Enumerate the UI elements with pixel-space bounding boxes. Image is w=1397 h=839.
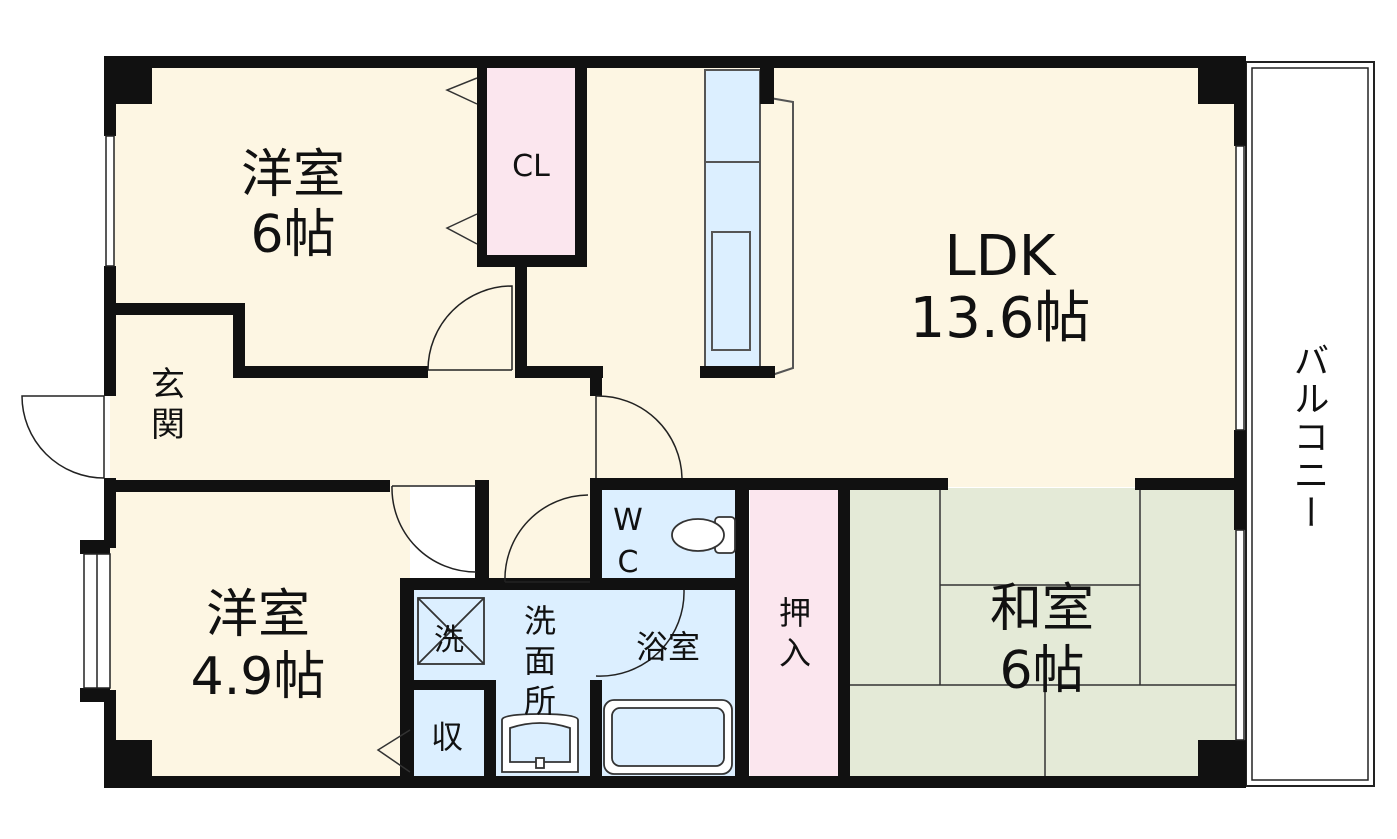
oshiire-floor bbox=[750, 490, 842, 780]
entrance-label-1: 玄 bbox=[151, 365, 185, 405]
door-washroom bbox=[504, 494, 589, 583]
japanese-room-name: 和室 bbox=[990, 579, 1094, 639]
bathtub-icon bbox=[603, 699, 733, 775]
entrance-door bbox=[21, 395, 105, 479]
washroom-label-3: 所 bbox=[524, 682, 556, 720]
window-ldk bbox=[1235, 145, 1245, 431]
entrance-label-2: 関 bbox=[151, 405, 185, 445]
door-western-top bbox=[427, 285, 513, 371]
western-room-bottom-floor bbox=[110, 485, 410, 785]
ldk-floor bbox=[580, 62, 1240, 487]
oshiire-label-2: 入 bbox=[779, 634, 811, 672]
toilet-label-2: C bbox=[618, 545, 639, 580]
storage-label: 収 bbox=[431, 718, 463, 756]
japanese-room-size: 6帖 bbox=[999, 641, 1084, 701]
toilet-label-1: W bbox=[613, 503, 643, 538]
closet-label: CL bbox=[512, 149, 550, 184]
closet-door-markers bbox=[376, 77, 478, 773]
washer-label: 洗 bbox=[434, 623, 464, 658]
windows bbox=[83, 135, 1245, 741]
tatami-lines bbox=[850, 490, 1238, 778]
kitchen-counter bbox=[704, 69, 761, 371]
door-bathroom bbox=[595, 589, 685, 677]
fixtures bbox=[417, 516, 736, 775]
door-ldk bbox=[595, 395, 683, 479]
western-room-top-name: 洋室 bbox=[241, 145, 345, 205]
balcony-label: バルコニー bbox=[1288, 342, 1329, 532]
door-western-bottom bbox=[391, 485, 477, 573]
japanese-room-floor bbox=[845, 488, 1240, 780]
ldk-name: LDK bbox=[944, 224, 1056, 289]
bathroom-label: 浴室 bbox=[636, 628, 700, 666]
western-room-top-size: 6帖 bbox=[250, 205, 335, 265]
kitchen-details bbox=[705, 97, 794, 376]
doors bbox=[21, 285, 685, 677]
balcony bbox=[1245, 61, 1375, 787]
oshiire-label-1: 押 bbox=[779, 594, 811, 632]
room-labels: 洋室 6帖 CL LDK 13.6帖 玄 関 洋室 4.9帖 洗 洗 面 所 収… bbox=[151, 145, 1329, 756]
ldk-size: 13.6帖 bbox=[910, 286, 1091, 351]
sink-icon bbox=[501, 713, 579, 773]
western-room-bottom-size: 4.9帖 bbox=[191, 647, 326, 707]
washroom-label-2: 面 bbox=[524, 642, 556, 680]
window-top-left bbox=[105, 135, 115, 267]
washer-icon bbox=[417, 597, 485, 665]
toilet-icon bbox=[671, 516, 736, 554]
washroom-label-1: 洗 bbox=[524, 602, 556, 640]
window-japanese bbox=[1235, 529, 1245, 741]
closet-floor bbox=[480, 68, 580, 258]
western-room-bottom-name: 洋室 bbox=[206, 585, 310, 645]
walls bbox=[80, 56, 1246, 788]
